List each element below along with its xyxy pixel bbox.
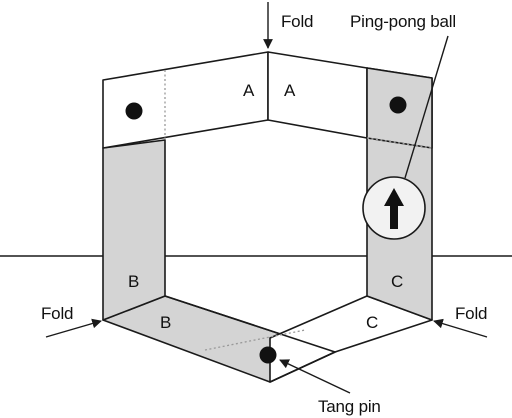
panel-a-right-label: A (284, 81, 296, 100)
panel-a-left-label: A (243, 81, 255, 100)
ball-up-arrow-icon (384, 188, 404, 229)
panel-b-upper (102, 139, 166, 321)
fold-line-bottom (204, 329, 306, 351)
panel-c-upper-label: C (391, 272, 404, 291)
fold-arrow-right (433, 318, 488, 338)
ping-pong-ball-label: Ping-pong ball (350, 12, 456, 31)
panel-b-lower-label: B (160, 313, 172, 332)
tang-pin-label: Tang pin (318, 397, 381, 416)
fold-top-label: Fold (281, 12, 314, 31)
fold-right-label: Fold (455, 304, 488, 323)
panel-b-upper-label: B (128, 272, 140, 291)
tang-pin-arrow (279, 359, 351, 394)
dot-top-left (125, 102, 143, 120)
panel-a-right (267, 51, 368, 139)
fold-arrow-left (45, 318, 102, 338)
ping-pong-ball-leader (404, 35, 449, 179)
tang-pin-dot (259, 346, 277, 364)
panel-a-left (102, 51, 269, 149)
panel-c-lower (269, 295, 433, 383)
fold-line-top-right (366, 137, 433, 149)
panel-b-front-edge (164, 295, 338, 383)
panel-c-lower-label: C (366, 313, 379, 332)
fold-left-label: Fold (41, 304, 74, 323)
dot-top-right (389, 96, 407, 114)
